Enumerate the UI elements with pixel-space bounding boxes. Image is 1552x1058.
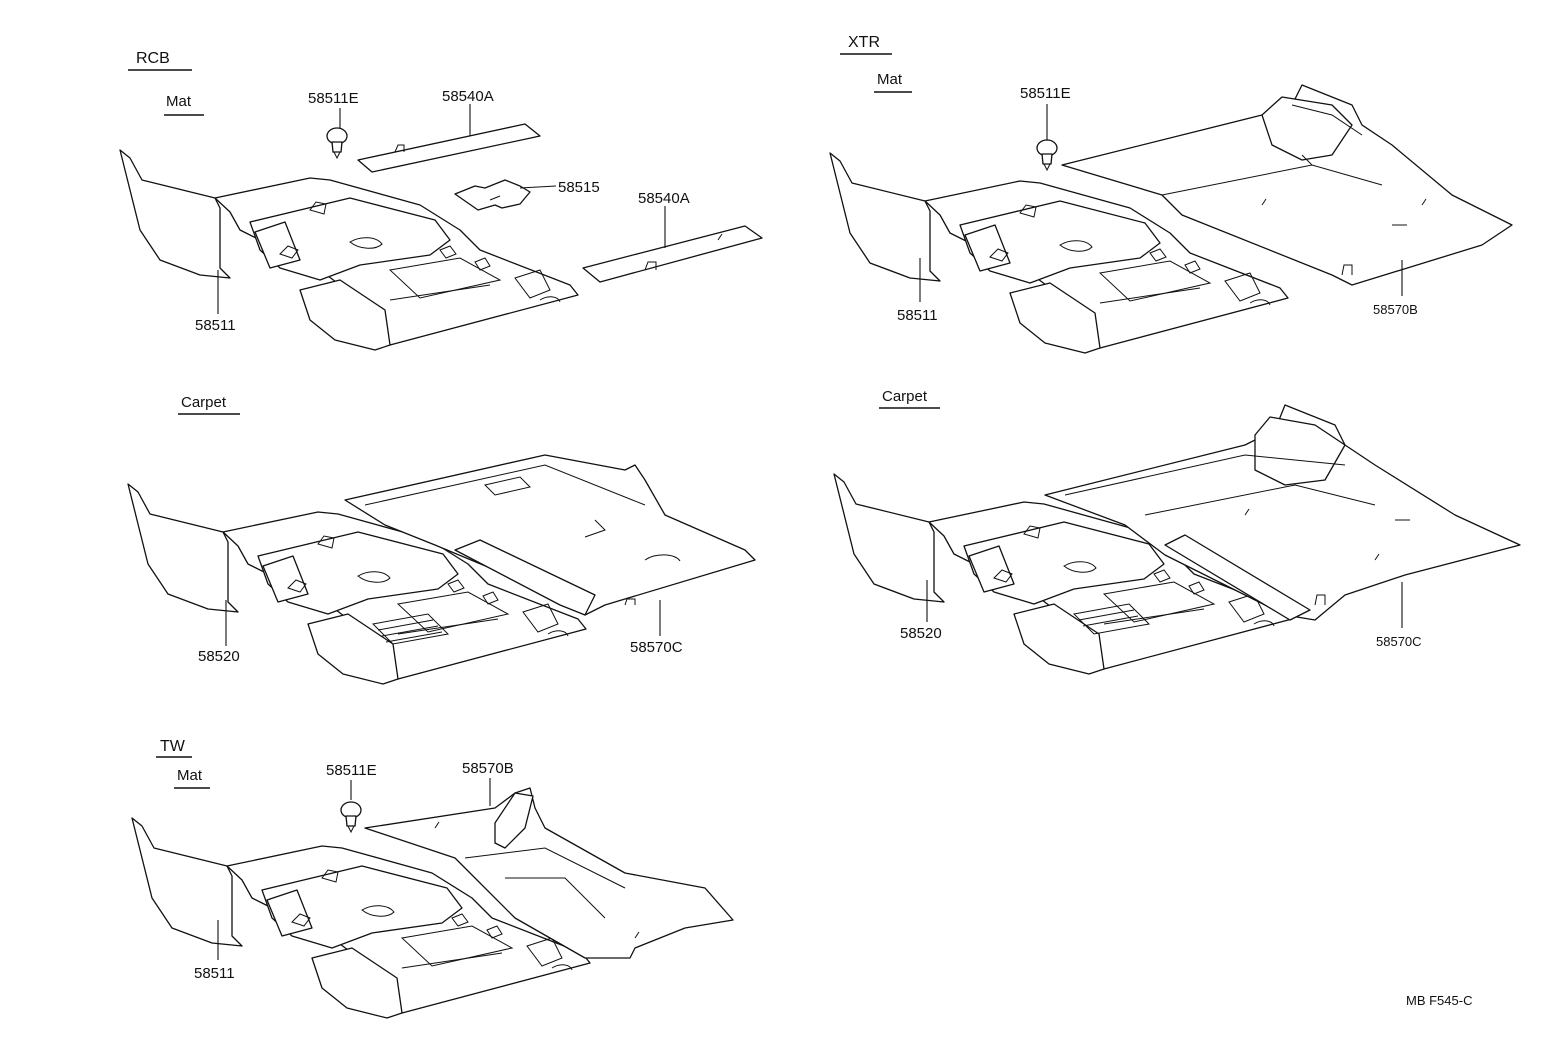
rcb-strip-58540A-upper <box>357 123 541 173</box>
diagram-code: MB F545-C <box>1406 993 1472 1008</box>
xtr-carpet-58520-illustration <box>833 473 1293 675</box>
part-number-58520: 58520 <box>900 625 942 642</box>
rcb-mat-58511-illustration <box>119 149 579 351</box>
part-number-58570B: 58570B <box>1373 302 1418 317</box>
section-rcb: RCB Mat 58511E 58540A 58515 58540A <box>119 50 763 685</box>
part-number-58520: 58520 <box>198 648 240 665</box>
part-number-58570B: 58570B <box>462 760 514 777</box>
heading-mat: Mat <box>166 93 192 110</box>
part-number-58511: 58511 <box>195 317 236 334</box>
section-title-xtr: XTR <box>848 34 880 51</box>
section-tw: TW Mat 58511E 58570B 58511 <box>131 738 734 1019</box>
part-number-58540A: 58540A <box>638 190 690 207</box>
rcb-carpet-58570C-illustration <box>344 454 756 616</box>
tw-rear-floor-58570B-illustration <box>364 787 734 959</box>
tw-clip-58511E-illustration <box>340 801 362 833</box>
xtr-clip-58511E-illustration <box>1036 139 1058 171</box>
part-number-58515: 58515 <box>558 179 600 196</box>
rcb-pad-58515 <box>454 179 531 211</box>
rcb-strip-58540A-lower <box>582 225 763 283</box>
part-number-58511: 58511 <box>897 307 938 324</box>
xtr-rear-floor-58570B-illustration <box>1061 84 1513 286</box>
section-xtr: XTR Mat 58511E 58511 58570B Carpet <box>829 34 1521 675</box>
section-title-tw: TW <box>160 738 186 755</box>
heading-mat: Mat <box>177 767 203 784</box>
part-number-58511E: 58511E <box>1020 85 1071 102</box>
xtr-carpet-58570C-illustration <box>1044 404 1521 621</box>
part-number-58511E: 58511E <box>326 762 377 779</box>
part-number-58570C: 58570C <box>1376 634 1422 649</box>
part-number-58511: 58511 <box>194 965 235 982</box>
section-title-rcb: RCB <box>136 50 170 67</box>
part-number-58511E: 58511E <box>308 90 359 107</box>
rcb-clip-58511E-illustration <box>326 127 348 159</box>
heading-mat: Mat <box>877 71 903 88</box>
part-number-58570C: 58570C <box>630 639 683 656</box>
heading-carpet: Carpet <box>181 394 227 411</box>
part-number-58540A: 58540A <box>442 88 494 105</box>
heading-carpet: Carpet <box>882 388 928 405</box>
rcb-carpet-58520-illustration <box>127 483 587 685</box>
